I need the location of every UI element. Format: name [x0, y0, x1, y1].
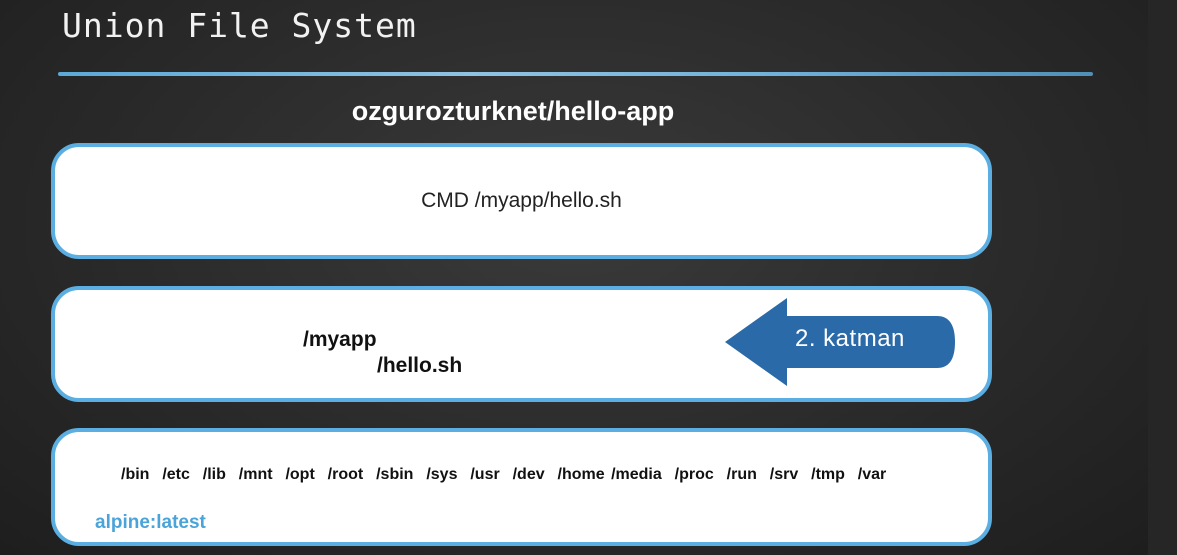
slide: Union File System ozgurozturknet/hello-a… — [0, 0, 1148, 555]
path-hello-sh: /hello.sh — [377, 354, 463, 377]
left-arrow-icon — [725, 298, 955, 386]
side-strip — [1148, 0, 1177, 555]
layer-app-files: /myapp /hello.sh 2. katman — [51, 286, 992, 402]
layer-number-label: 2. katman — [795, 325, 905, 352]
slide-title: Union File System — [62, 6, 417, 45]
root-directories: /bin /etc /lib /mnt /opt /root /sbin /sy… — [121, 466, 887, 483]
image-name-heading: ozgurozturknet/hello-app — [351, 96, 675, 126]
base-image-label: alpine:latest — [95, 512, 206, 533]
path-myapp: /myapp — [303, 328, 377, 351]
command-text: CMD /myapp/hello.sh — [421, 189, 622, 212]
title-divider — [58, 72, 1093, 76]
layer-command: CMD /myapp/hello.sh — [51, 143, 992, 259]
layer-base: /bin /etc /lib /mnt /opt /root /sbin /sy… — [51, 428, 992, 546]
